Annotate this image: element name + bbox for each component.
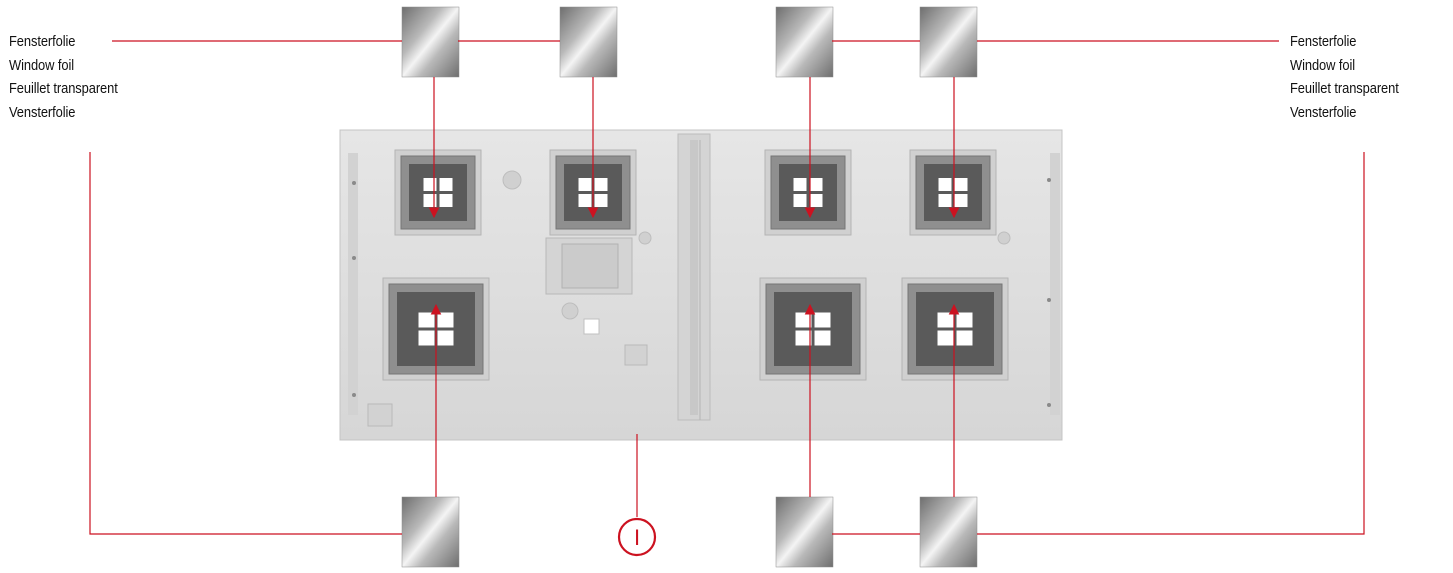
window-1 <box>394 149 482 236</box>
part-marker: I <box>617 517 657 557</box>
window-7-pane-3 <box>937 330 954 346</box>
window-1-pane-1 <box>423 178 437 191</box>
window-foil-sheet-7 <box>919 496 978 568</box>
window-2-pane-4 <box>594 194 608 207</box>
leader-bottom-right-label <box>977 152 1365 535</box>
window-7 <box>901 277 1009 381</box>
window-4-pane-2 <box>954 178 968 191</box>
window-foil-sheet-3 <box>775 6 834 78</box>
label-right-nl: Vensterfolie <box>1290 103 1357 121</box>
window-1-pane-4 <box>439 194 453 207</box>
label-left-de: Fensterfolie <box>9 33 76 50</box>
label-left-fr: Feuillet transparent <box>9 80 118 97</box>
window-3-pane-1 <box>793 178 807 191</box>
window-foil-sheet-5 <box>401 496 460 568</box>
window-3-pane-2 <box>809 178 823 191</box>
window-5-pane-1 <box>418 312 435 328</box>
window-5-pane-2 <box>437 312 454 328</box>
label-left-en: Window foil <box>9 56 75 74</box>
window-3-pane-3 <box>793 194 807 207</box>
part-marker-circle <box>617 517 657 557</box>
window-5-pane-4 <box>437 330 454 346</box>
foil-group <box>401 6 978 568</box>
label-window-foil-right: Fensterfolie Window foil Feuillet transp… <box>1290 30 1399 124</box>
window-4-pane-3 <box>938 194 952 207</box>
window-5-pane-3 <box>418 330 435 346</box>
window-3 <box>764 149 852 236</box>
window-6-pane-1 <box>795 312 812 328</box>
window-7-pane-4 <box>956 330 973 346</box>
label-right-fr: Feuillet transparent <box>1290 80 1399 97</box>
window-2-pane-2 <box>594 178 608 191</box>
window-foil-sheet-2 <box>559 6 618 78</box>
label-left-nl: Vensterfolie <box>9 103 76 121</box>
window-2-pane-3 <box>578 194 592 207</box>
window-1-pane-2 <box>439 178 453 191</box>
window-6-pane-3 <box>795 330 812 346</box>
window-4 <box>909 149 997 236</box>
leader-lines <box>89 40 1365 535</box>
window-3-pane-4 <box>809 194 823 207</box>
window-6-pane-4 <box>814 330 831 346</box>
window-6 <box>759 277 867 381</box>
label-right-en: Window foil <box>1290 56 1356 74</box>
window-6-pane-2 <box>814 312 831 328</box>
part-marker-label: I <box>634 525 640 550</box>
window-foil-sheet-6 <box>775 496 834 568</box>
leader-bottom-left-label <box>89 152 402 535</box>
label-window-foil-left: Fensterfolie Window foil Feuillet transp… <box>9 30 118 124</box>
window-4-pane-1 <box>938 178 952 191</box>
window-7-pane-2 <box>956 312 973 328</box>
window-2-pane-1 <box>578 178 592 191</box>
window-foil-sheet-4 <box>919 6 978 78</box>
window-7-pane-1 <box>937 312 954 328</box>
window-1-pane-3 <box>423 194 437 207</box>
window-4-pane-4 <box>954 194 968 207</box>
window-foil-sheet-1 <box>401 6 460 78</box>
label-right-de: Fensterfolie <box>1290 33 1357 50</box>
